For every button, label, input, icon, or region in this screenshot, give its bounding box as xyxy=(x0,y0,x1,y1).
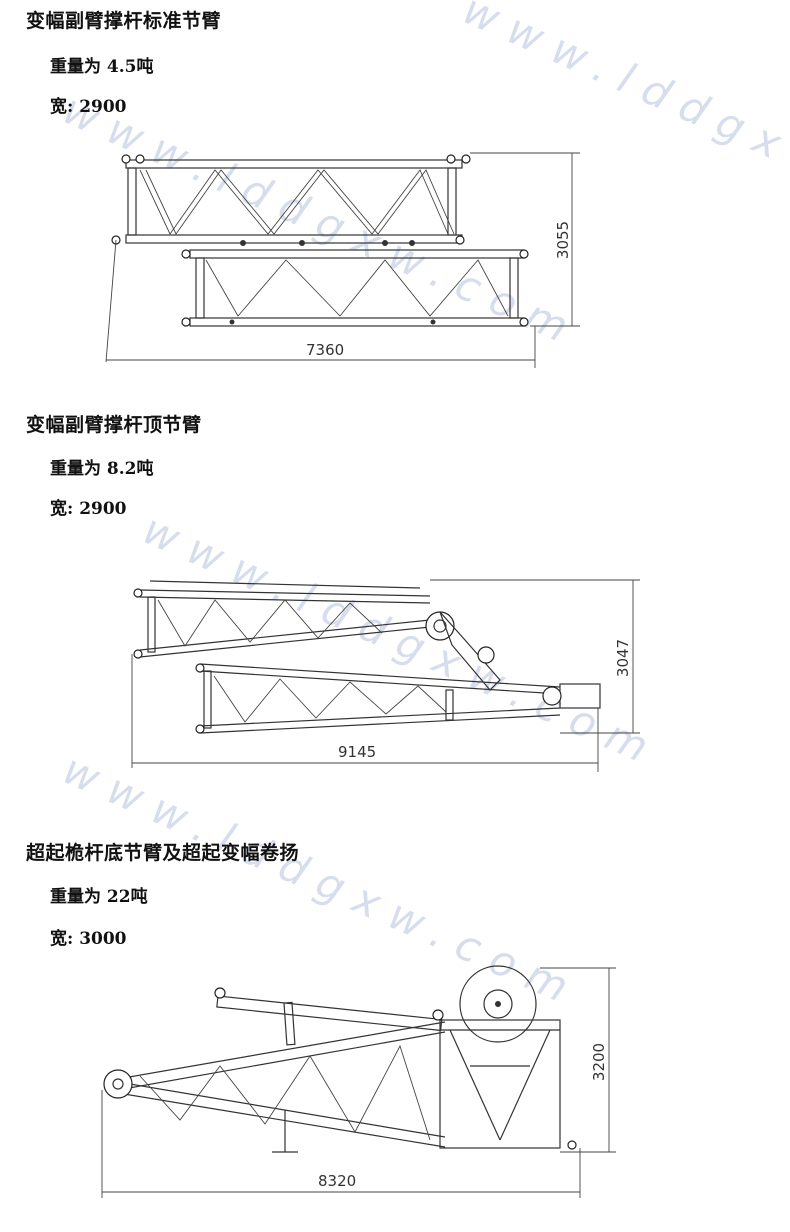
length-dimension: 9145 xyxy=(338,743,376,761)
height-dimension: 3055 xyxy=(554,221,572,259)
top-strut-truss xyxy=(133,580,601,734)
weight-text: 重量为 4.5吨 xyxy=(50,57,154,77)
section-title: 变幅副臂撑杆标准节臂 xyxy=(26,10,222,32)
mast-base-truss xyxy=(103,965,577,1153)
height-dimension: 3047 xyxy=(614,639,632,677)
width-text: 宽: 3000 xyxy=(50,929,127,949)
weight-text: 重量为 8.2吨 xyxy=(50,459,154,479)
length-dimension: 7360 xyxy=(306,341,344,359)
dimension-lines xyxy=(131,579,640,772)
width-text: 宽: 2900 xyxy=(50,97,127,117)
section-title: 变幅副臂撑杆顶节臂 xyxy=(26,414,202,436)
section-title: 超起桅杆底节臂及超起变幅卷扬 xyxy=(26,842,300,864)
lower-truss xyxy=(181,249,529,327)
dimension-lines xyxy=(101,967,616,1198)
height-dimension: 3200 xyxy=(590,1043,608,1081)
length-dimension: 8320 xyxy=(318,1172,356,1190)
dimension-lines xyxy=(105,152,580,368)
weight-text: 重量为 22吨 xyxy=(50,887,148,907)
width-text: 宽: 2900 xyxy=(50,499,127,519)
upper-truss xyxy=(111,154,471,246)
